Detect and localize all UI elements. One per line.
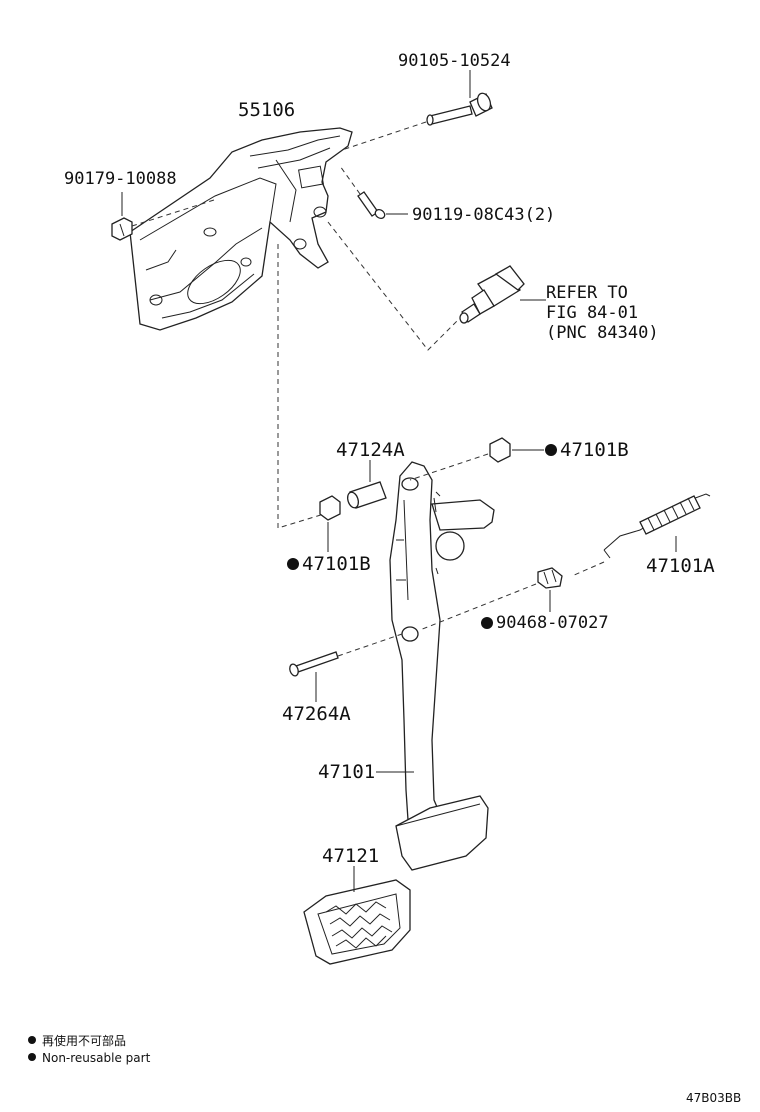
label-switch-ref-3: (PNC 84340) xyxy=(546,323,659,343)
bracket-drop-line xyxy=(277,244,325,529)
bolt-90119-08C43 xyxy=(357,191,386,220)
label-spring: 47101A xyxy=(646,555,715,577)
legend-marker-ja xyxy=(28,1036,36,1044)
non-reusable-marker-clip xyxy=(481,617,493,629)
non-reusable-marker-left xyxy=(287,558,299,570)
legend-marker-en xyxy=(28,1053,36,1061)
clip-90468-07027 xyxy=(537,567,563,589)
label-bushing-left: 47101B xyxy=(302,553,371,575)
stop-lamp-switch xyxy=(459,265,525,324)
switch-axis xyxy=(327,221,461,351)
pin-47264A xyxy=(289,651,339,677)
bushing-left-47101B xyxy=(319,495,341,521)
label-bracket: 55106 xyxy=(238,99,295,121)
pedal-bracket xyxy=(129,127,353,331)
bolt-top-axis xyxy=(341,121,427,151)
label-bolt-top: 90105-10524 xyxy=(398,51,511,71)
label-switch-ref-2: FIG 84-01 xyxy=(546,303,638,323)
non-reusable-marker-right xyxy=(545,444,557,456)
label-bushing-right: 47101B xyxy=(560,439,629,461)
pedal-pad-47121 xyxy=(303,879,411,965)
pedal-foot-plate xyxy=(395,795,489,871)
spring-47101A xyxy=(603,493,711,559)
label-collar: 47124A xyxy=(336,439,405,461)
legend-text-ja: 再使用不可部品 xyxy=(42,1033,126,1048)
pedal-arm xyxy=(389,461,495,821)
label-switch-ref-1: REFER TO xyxy=(546,283,628,303)
bushing-right-axis xyxy=(409,453,489,481)
nut-90179-10088 xyxy=(111,217,133,241)
collar-47124A xyxy=(346,481,387,509)
label-pedal-arm: 47101 xyxy=(318,761,375,783)
label-clip: 90468-07027 xyxy=(496,613,609,633)
clip-axis xyxy=(419,583,537,631)
figure-id: 47B03BB xyxy=(686,1091,741,1105)
small-bolt-axis xyxy=(339,165,361,195)
bushing-right-47101B xyxy=(489,437,511,463)
spring-axis xyxy=(571,561,605,577)
bolt-90105-10524 xyxy=(426,92,493,126)
label-pin: 47264A xyxy=(282,703,351,725)
legend: 再使用不可部品 Non-reusable part xyxy=(28,1033,151,1065)
label-pedal-pad: 47121 xyxy=(322,845,379,867)
legend-text-en: Non-reusable part xyxy=(42,1051,151,1065)
label-nut-left: 90179-10088 xyxy=(64,169,177,189)
pin-axis xyxy=(337,633,403,657)
label-bolt-small: 90119-08C43(2) xyxy=(412,205,555,225)
